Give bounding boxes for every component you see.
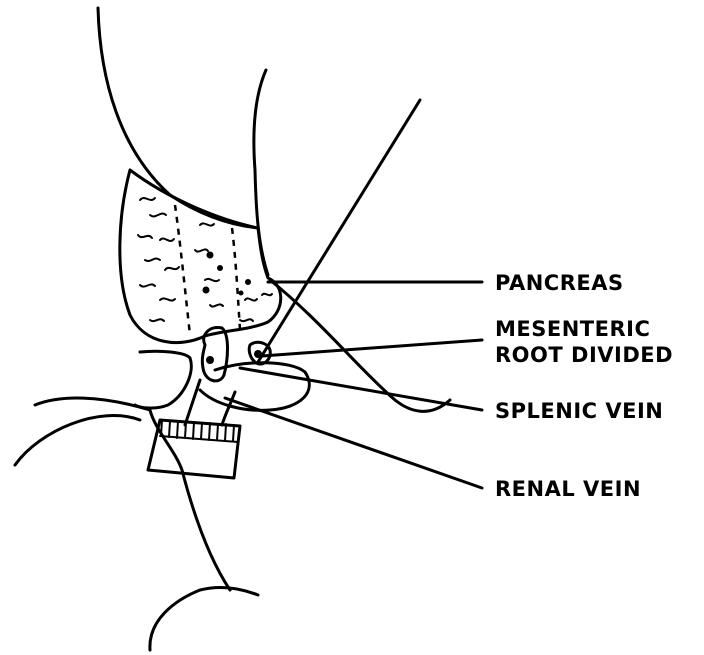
left-retractor-loop: [135, 351, 191, 408]
pancreas-dashed-line-2: [232, 228, 240, 330]
vascular-clamp: [148, 420, 240, 478]
renal-vein-stem: [185, 380, 200, 425]
upper-organ-outline: [98, 8, 258, 228]
label-pancreas: PANCREAS: [495, 271, 624, 295]
vessel-dot-left: [206, 356, 214, 364]
label-mesenteric-1: MESENTERIC: [495, 317, 650, 341]
renal-vein-leader: [225, 398, 482, 488]
instrument-line: [258, 100, 420, 362]
splenic-vein-leader: [240, 368, 482, 410]
lower-organ-outline: [15, 416, 140, 465]
pancreas-dots: [203, 252, 252, 296]
mesenteric-leader: [262, 340, 482, 356]
pancreas-texture: [138, 198, 272, 321]
label-mesenteric-2: ROOT DIVIDED: [495, 343, 673, 367]
pancreas-dashed-line-1: [175, 205, 190, 335]
label-renal-vein: RENAL VEIN: [495, 477, 641, 501]
lower-organ-outline-3: [150, 588, 258, 650]
label-splenic-vein: SPLENIC VEIN: [495, 399, 663, 423]
